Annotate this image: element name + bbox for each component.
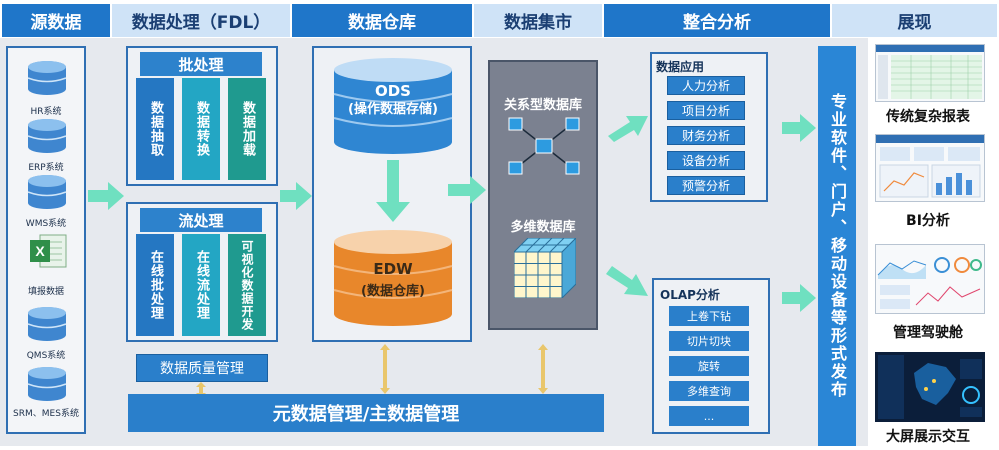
batch-processing-panel: 批处理 数据抽取 数据转换 数据加载	[126, 46, 278, 186]
edw-title: EDW	[373, 260, 413, 278]
bigscreen-thumbnail	[875, 352, 985, 422]
multidim-db-label: 多维数据库	[510, 220, 576, 235]
display-label-report: 传统复杂报表	[886, 109, 970, 125]
header-warehouse: 数据仓库	[292, 4, 472, 37]
header-display: 展现	[832, 4, 997, 37]
header-mart: 数据集市	[474, 4, 602, 37]
header-source: 源数据	[2, 4, 110, 37]
network-diagram-icon	[508, 117, 580, 175]
olap-title: OLAP分析	[660, 288, 720, 302]
display-label-cockpit: 管理驾驶舱	[893, 325, 963, 341]
app-item[interactable]: 预警分析	[667, 176, 745, 195]
database-icon	[27, 307, 67, 341]
data-quality-box: 数据质量管理	[136, 354, 268, 382]
source-label: WMS系统	[25, 219, 67, 229]
stream-step-visual-dev: 可视化数据开发	[228, 234, 266, 336]
stream-processing-panel: 流处理 在线批处理 在线流处理 可视化数据开发	[126, 202, 278, 342]
metadata-management-bar: 元数据管理/主数据管理	[128, 394, 604, 432]
app-item[interactable]: 设备分析	[667, 151, 745, 170]
data-application-panel: 数据应用 人力分析 项目分析 财务分析 设备分析 预警分析	[650, 52, 768, 202]
cockpit-thumbnail	[875, 244, 985, 314]
database-icon	[27, 175, 67, 209]
report-thumbnail	[875, 44, 985, 102]
app-item[interactable]: 项目分析	[667, 101, 745, 120]
header-integration: 整合分析	[604, 4, 830, 37]
ods-cylinder-icon	[333, 58, 453, 154]
olap-item[interactable]: 上卷下钻	[669, 306, 749, 326]
source-label: ERP系统	[28, 163, 64, 173]
flow-arrow-icon	[606, 266, 648, 296]
flow-arrow-icon	[88, 182, 124, 210]
cube-icon	[514, 238, 576, 298]
app-item[interactable]: 财务分析	[667, 126, 745, 145]
flow-arrow-icon	[782, 114, 816, 142]
source-label: HR系统	[30, 107, 62, 117]
data-warehouse-panel: ODS (操作数据存储) EDW (数据仓库)	[312, 46, 472, 342]
source-label: 填报数据	[27, 287, 64, 297]
relational-db-label: 关系型数据库	[503, 98, 582, 113]
source-label: QMS系统	[26, 351, 66, 361]
source-systems-panel: HR系统 ERP系统 WMS系统 X 填报数据 QMS系统 SRM、MES系统	[6, 46, 86, 434]
bi-thumbnail	[875, 134, 985, 202]
olap-item[interactable]: 切片切块	[669, 331, 749, 351]
batch-title: 批处理	[140, 52, 262, 76]
flow-arrow-icon	[782, 284, 816, 312]
data-mart-panel: 关系型数据库 多维数据库	[488, 60, 598, 330]
olap-item[interactable]: 多维查询	[669, 381, 749, 401]
bidirectional-arrow-icon	[538, 344, 548, 394]
apps-title: 数据应用	[656, 60, 705, 74]
olap-item[interactable]: ...	[669, 406, 749, 426]
publish-channel-bar: 专业软件、门户、移动设备等形式发布	[818, 46, 856, 446]
header-processing: 数据处理（FDL）	[112, 4, 290, 37]
flow-arrow-icon	[280, 182, 312, 210]
ods-description: (操作数据存储)	[348, 102, 438, 117]
excel-icon: X	[30, 234, 67, 268]
olap-analysis-panel: OLAP分析 上卷下钻 切片切块 旋转 多维查询 ...	[652, 278, 770, 434]
stream-title: 流处理	[140, 208, 262, 232]
display-label-bigscreen: 大屏展示交互	[886, 429, 970, 445]
database-icon	[27, 119, 67, 153]
display-label-bi: BI分析	[906, 213, 950, 229]
batch-step-transform: 数据转换	[182, 78, 220, 180]
batch-step-load: 数据加载	[228, 78, 266, 180]
database-icon	[27, 367, 67, 401]
publish-text: 专业软件、门户、移动设备等形式发布	[828, 93, 847, 399]
olap-item[interactable]: 旋转	[669, 356, 749, 376]
down-arrow-icon	[376, 160, 410, 222]
edw-cylinder-icon	[333, 230, 453, 326]
edw-description: (数据仓库)	[361, 284, 425, 299]
svg-text:X: X	[35, 243, 45, 259]
flow-arrow-icon	[448, 176, 486, 204]
flow-arrow-icon	[608, 116, 648, 142]
stream-step-online-batch: 在线批处理	[136, 234, 174, 336]
bidirectional-arrow-icon	[380, 344, 390, 394]
ods-title: ODS	[374, 82, 411, 100]
database-icon	[27, 61, 67, 95]
app-item[interactable]: 人力分析	[667, 76, 745, 95]
stream-step-online-stream: 在线流处理	[182, 234, 220, 336]
source-label: SRM、MES系统	[13, 409, 79, 419]
batch-step-extract: 数据抽取	[136, 78, 174, 180]
